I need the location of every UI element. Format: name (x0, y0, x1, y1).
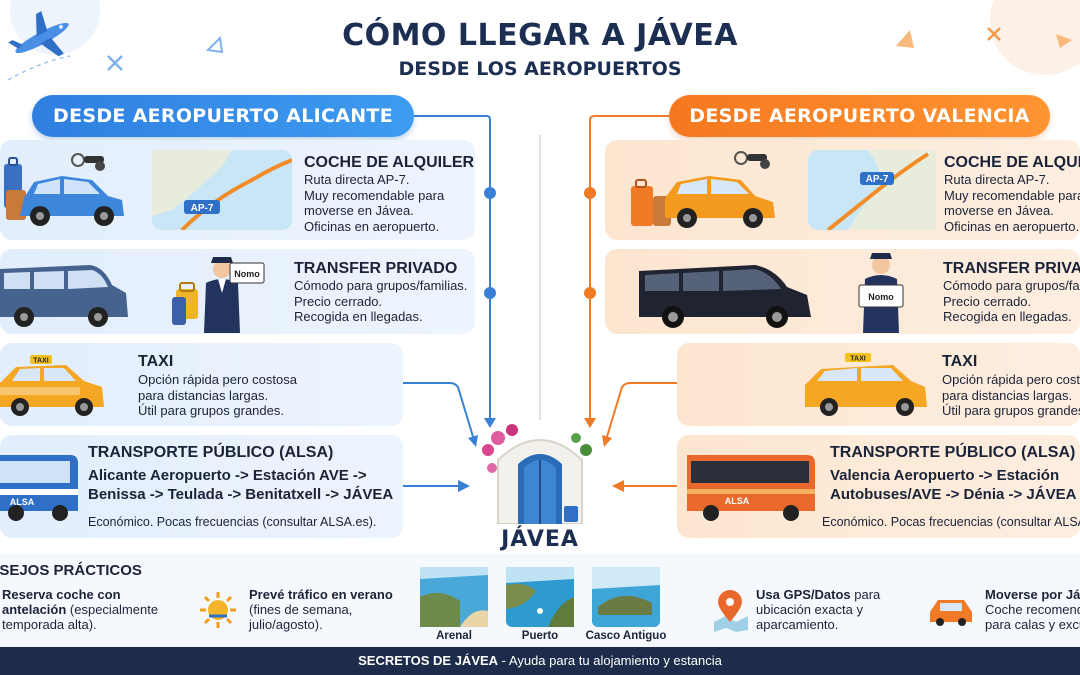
card-title: TRANSPORTE PÚBLICO (ALSA) (88, 444, 334, 461)
card-valencia-transfer: Nomo TRANSFER PRIVADO Cómodo para grupos… (605, 249, 1080, 334)
card-title: TRANSFER PRIVADO (294, 260, 458, 277)
van-icon (639, 265, 811, 328)
card-note: Económico. Pocas frecuencias (consultar … (822, 515, 1080, 529)
airplane-icon (8, 11, 69, 57)
car-icon (930, 600, 972, 626)
photo-label-arenal: Arenal (436, 630, 472, 642)
card-alicante-transfer: Nomo TRANSFER PRIVADO Cómodo para grupos… (0, 249, 475, 334)
taxi-sign-text: TAXI (850, 356, 865, 363)
driver-icon: Nomo (172, 257, 265, 333)
heading-valencia: DESDE AEROPUERTO VALENCIA (669, 95, 1050, 137)
map-icon: AP-7 (808, 150, 936, 230)
photo-puerto (506, 567, 574, 627)
destination-label: JÁVEA (501, 527, 579, 552)
bus-icon: ALSA (687, 455, 815, 521)
card-valencia-public-transport: ALSA TRANSPORTE PÚBLICO (ALSA) Valencia … (677, 435, 1080, 538)
bus-label: ALSA (725, 496, 750, 506)
map-icon: AP-7 (152, 150, 292, 230)
name-sign-text: Nomo (234, 269, 260, 279)
sun-icon (200, 592, 236, 628)
photo-arenal (420, 567, 488, 627)
card-description: Cómodo para grupos/familias.Precio cerra… (294, 278, 468, 324)
card-title: COCHE DE ALQUILER (304, 154, 475, 171)
taxi-icon: TAXI (805, 353, 927, 416)
card-alicante-car-rental: AP-7 COCHE DE ALQUILER Ruta directa AP-7… (0, 140, 475, 240)
name-sign-text: Nomo (868, 292, 894, 302)
page-subtitle: DESDE LOS AEROPUERTOS (398, 58, 682, 80)
taxi-sign-text: TAXI (33, 358, 48, 365)
tip-book-car: Reserva coche con antelación (especialme… (2, 587, 159, 632)
photo-casco-antiguo (592, 567, 660, 627)
card-title: TRANSFER PRIVADO (943, 260, 1080, 277)
heading-alicante: DESDE AEROPUERTO ALICANTE (32, 95, 414, 137)
card-valencia-car-rental: AP-7 COCHE DE ALQUILER Ruta directa AP-7… (605, 140, 1080, 240)
bus-icon: ALSA (0, 455, 78, 521)
tips-section: CONSEJOS PRÁCTICOS Reserva coche con ant… (0, 554, 1080, 647)
bus-label: ALSA (10, 497, 35, 507)
card-title: TRANSPORTE PÚBLICO (ALSA) (830, 444, 1076, 461)
tip-moving-around: Moverse por Jávea: Coche recomendado par… (985, 587, 1080, 632)
card-note: Económico. Pocas frecuencias (consultar … (88, 515, 377, 529)
card-alicante-public-transport: ALSA TRANSPORTE PÚBLICO (ALSA) Alicante … (0, 435, 403, 538)
tips-heading: CONSEJOS PRÁCTICOS (0, 562, 142, 579)
footer: SECRETOS DE JÁVEA - Ayuda para tu alojam… (0, 647, 1080, 675)
card-title: TAXI (942, 353, 978, 370)
footer-brand: SECRETOS DE JÁVEA (358, 653, 499, 668)
card-title: COCHE DE ALQUILER (944, 154, 1080, 171)
car-keys-icon (71, 153, 105, 171)
photo-label-casco-antiguo: Casco Antiguo (585, 630, 667, 642)
footer-tagline: - Ayuda para tu alojamiento y estancia (498, 653, 722, 668)
photo-label-puerto: Puerto (521, 630, 559, 642)
map-road-label: AP-7 (866, 174, 889, 185)
car-keys-icon (734, 151, 770, 169)
tip-traffic: Prevé tráfico en verano (fines de semana… (249, 587, 393, 632)
driver-icon: Nomo (858, 253, 904, 333)
javea-door-illustration (482, 424, 592, 524)
card-description: Cómodo para grupos/familias.Precio cerra… (943, 278, 1080, 324)
rental-car-icon (4, 153, 124, 226)
map-road-label: AP-7 (191, 203, 214, 214)
page-title: CÓMO LLEGAR A JÁVEA (342, 18, 738, 53)
card-route: Alicante Aeropuerto -> Estación AVE ->Be… (88, 467, 394, 503)
card-title: TAXI (138, 353, 174, 370)
tip-gps: Usa GPS/Datos para ubicación exacta y ap… (756, 587, 881, 632)
rental-car-icon (631, 151, 775, 228)
van-icon (0, 265, 128, 327)
taxi-icon: TAXI (0, 355, 104, 416)
card-valencia-taxi: TAXI TAXI Opción rápida pero costosapara… (677, 343, 1080, 426)
map-pin-icon (714, 590, 748, 632)
